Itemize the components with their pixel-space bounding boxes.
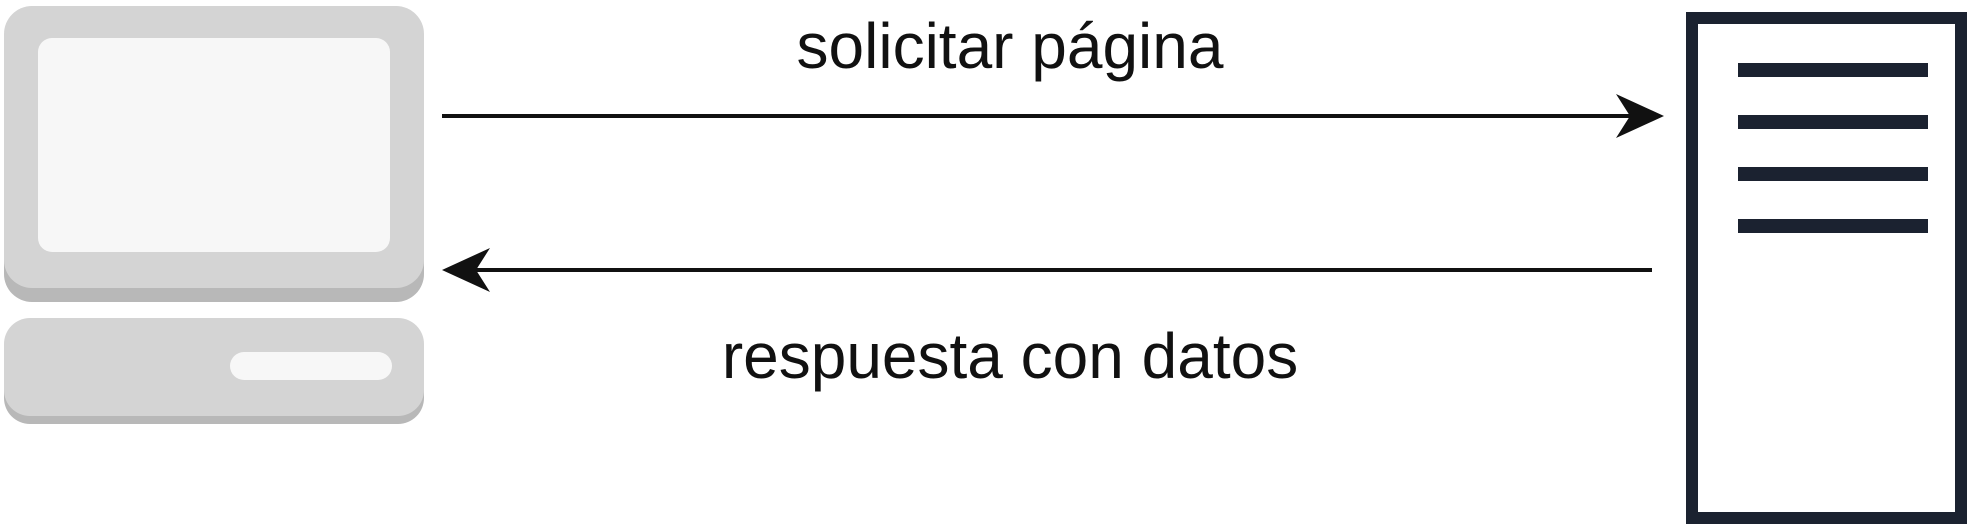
drive-slot — [230, 352, 392, 380]
response-arrow — [442, 248, 1652, 292]
server-case — [1686, 12, 1967, 524]
monitor-screen — [38, 38, 390, 252]
arrowhead-left-icon — [442, 248, 490, 292]
computer-base — [4, 318, 424, 416]
arrowhead-right-icon — [1616, 94, 1664, 138]
request-label: solicitar página — [797, 10, 1224, 82]
response-label: respuesta con datos — [722, 320, 1298, 392]
desktop-computer-icon — [4, 6, 424, 424]
server-tower-icon — [1686, 12, 1967, 524]
request-arrow — [442, 94, 1664, 138]
